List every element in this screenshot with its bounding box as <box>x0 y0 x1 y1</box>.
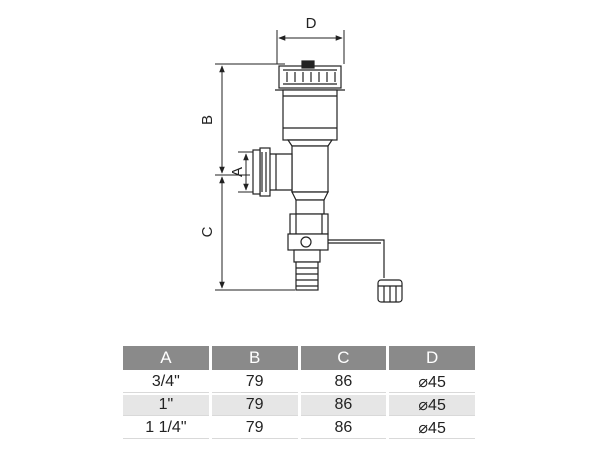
cell-c: 86 <box>300 395 387 416</box>
valve-technical-drawing: D B C A <box>199 15 403 303</box>
table-header-row: A B C D <box>123 346 475 370</box>
cell-d: ⌀45 <box>389 395 475 416</box>
cell-d: ⌀45 <box>389 418 475 439</box>
cell-b: 79 <box>211 372 298 393</box>
cell-a: 1 1/4" <box>123 418 209 439</box>
header-a: A <box>123 346 209 370</box>
valve-body <box>252 60 345 291</box>
cell-b: 79 <box>211 418 298 439</box>
dimension-b-label: B <box>199 115 216 125</box>
dimension-c-label: C <box>199 226 216 237</box>
table-row: 1" 79 86 ⌀45 <box>123 395 475 416</box>
drain-cap-chain <box>328 239 403 303</box>
header-d: D <box>389 346 475 370</box>
dimension-d <box>276 30 345 64</box>
header-b: B <box>211 346 298 370</box>
header-c: C <box>300 346 387 370</box>
table-row: 3/4" 79 86 ⌀45 <box>123 372 475 393</box>
cell-a: 1" <box>123 395 209 416</box>
cell-c: 86 <box>300 418 387 439</box>
dimension-d-label: D <box>306 15 317 32</box>
cell-b: 79 <box>211 395 298 416</box>
table-row: 1 1/4" 79 86 ⌀45 <box>123 418 475 439</box>
dimension-b-c <box>215 63 295 291</box>
dimensions-table: A B C D 3/4" 79 86 ⌀45 1" 79 86 ⌀45 1 1/… <box>120 344 478 441</box>
cell-a: 3/4" <box>123 372 209 393</box>
cell-c: 86 <box>300 372 387 393</box>
cell-d: ⌀45 <box>389 372 475 393</box>
dimension-a-label: A <box>229 167 246 177</box>
